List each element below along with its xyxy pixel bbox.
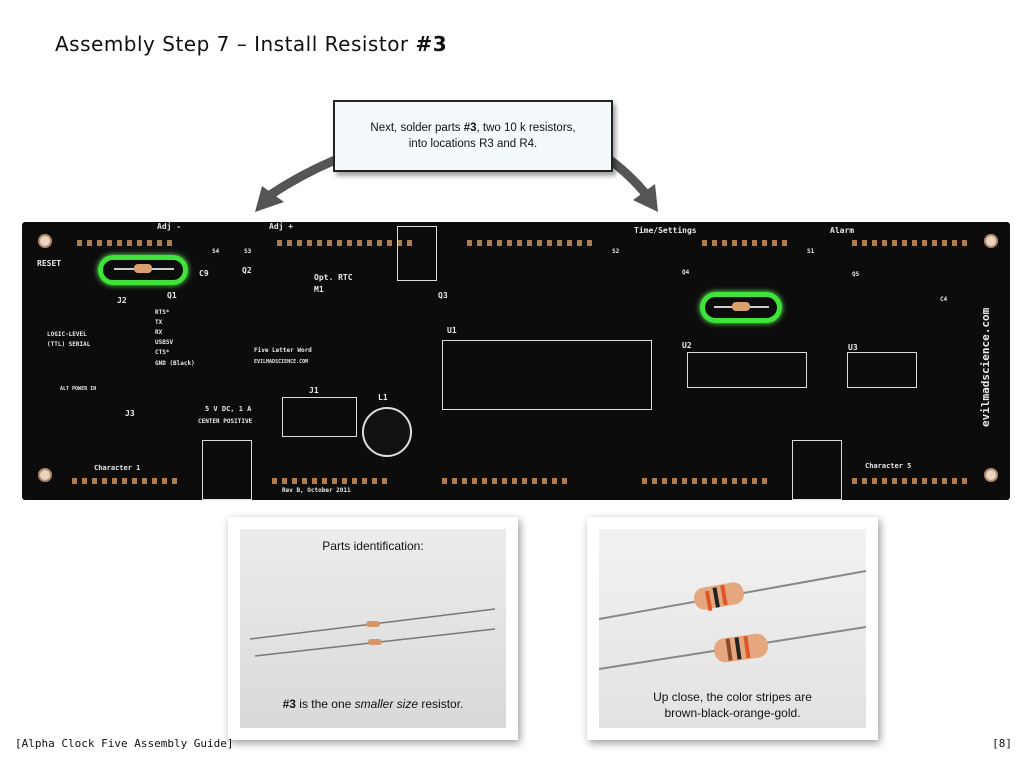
pcb-silkscreen-label: Q4	[682, 269, 690, 276]
pcb-silkscreen-label: LOGIC-LEVEL	[47, 331, 87, 338]
switch-outline	[397, 226, 437, 281]
dc-jack	[792, 440, 842, 500]
callout-arrows	[255, 155, 658, 212]
pcb-silkscreen-label: U1	[447, 326, 457, 335]
mount-hole	[38, 234, 52, 248]
pcb-silkscreen-label: S1	[807, 248, 815, 255]
inductor-l1	[362, 407, 412, 457]
pcb-silkscreen-label: C4	[940, 296, 948, 303]
pcb-silkscreen-label: Adj -	[157, 222, 182, 231]
pcb-silkscreen-label: GND (Black)	[155, 360, 195, 367]
pcb-silkscreen-label: Five Letter Word	[254, 347, 312, 354]
pcb-silkscreen-label: Q1	[167, 291, 177, 300]
r3-highlight	[98, 255, 188, 285]
pcb-silkscreen-label: S2	[612, 248, 620, 255]
photo-caption: #3 is the one smaller size resistor.	[282, 697, 464, 711]
pcb-silkscreen-label: RX	[155, 329, 163, 336]
footer-page-number: [8]	[992, 737, 1012, 750]
pcb-silkscreen-label: Rev B, October 2011	[282, 487, 351, 494]
u2-socket	[687, 352, 807, 388]
pcb-silkscreen-label: M1	[314, 285, 324, 294]
pcb-silkscreen-label: Q3	[438, 291, 448, 300]
right-arrow-icon	[607, 156, 649, 196]
pcb-silkscreen-label: CTS*	[155, 349, 170, 356]
pcb-silkscreen-label: Time/Settings	[634, 226, 697, 235]
pcb-silkscreen-label: J1	[309, 386, 319, 395]
pcb-silkscreen-label: Adj +	[269, 222, 294, 231]
resistor-r3	[134, 264, 152, 273]
parts-identification-photo: Parts identification: #3 is the one smal…	[228, 517, 518, 740]
r4-highlight	[700, 292, 782, 323]
dc-jack-outline	[202, 440, 252, 500]
pcb-silkscreen-label: CENTER POSITIVE	[198, 418, 253, 425]
resistors-image	[249, 608, 496, 657]
pcb-silkscreen-label: L1	[378, 393, 388, 402]
resistor-r4	[732, 302, 750, 311]
u3-socket	[847, 352, 917, 388]
pcb-silkscreen-label: Character 5	[865, 462, 912, 470]
pcb-silkscreen-label: Character 1	[94, 464, 141, 472]
left-arrow-icon	[267, 155, 337, 199]
pcb-silkscreen-label: Q5	[852, 271, 860, 278]
pcb-silkscreen-label: Opt. RTC	[314, 273, 353, 282]
pcb-silkscreen-label: U2	[682, 341, 692, 350]
pcb-silkscreen-label: J2	[117, 296, 127, 305]
pcb-silkscreen-label: ALT POWER IN	[60, 386, 97, 392]
pcb-silkscreen-label: RESET	[37, 259, 62, 268]
pcb-silkscreen-label: TX	[155, 319, 163, 326]
instruction-callout: Next, solder parts #3, two 10 k resistor…	[333, 100, 613, 172]
mount-hole	[984, 468, 998, 482]
pcb-silkscreen-label: S4	[212, 248, 220, 255]
pcb-silkscreen-label: Alarm	[830, 226, 855, 235]
pcb-silkscreen-label: 5 V DC, 1 A	[205, 405, 252, 413]
closeup-resistors-image	[599, 570, 866, 670]
pcb-silkscreen-label: (TTL) SERIAL	[47, 341, 91, 348]
pcb-silkscreen-label: Q2	[242, 266, 252, 275]
mount-hole	[984, 234, 998, 248]
slide-title: Assembly Step 7 – Install Resistor #3	[55, 32, 448, 56]
pcb-silkscreen-label: RTS*	[155, 309, 170, 316]
pcb-silkscreen-label: S3	[244, 248, 252, 255]
pcb-silkscreen-label: J3	[125, 409, 135, 418]
pcb-silkscreen-label: evilmadscience.com	[979, 307, 992, 427]
resistor-closeup-photo: Up close, the color stripes are brown-bl…	[587, 517, 878, 740]
footer-guide-name: [Alpha Clock Five Assembly Guide]	[15, 737, 234, 750]
closeup-caption: Up close, the color stripes are brown-bl…	[653, 690, 812, 720]
pcb-silkscreen-label: C9	[199, 269, 209, 278]
u1-socket	[442, 340, 652, 410]
photo-heading: Parts identification:	[322, 539, 424, 553]
pcb-silkscreen-label: USB5V	[155, 339, 174, 346]
pcb-silkscreen-label: U3	[848, 343, 858, 352]
mount-hole	[38, 468, 52, 482]
pcb-photo: RESET Adj - Adj + S4 S3 C9 Q2 Q1 J2 RTS*…	[22, 222, 1010, 500]
j1-outline	[282, 397, 357, 437]
pcb-silkscreen-label: EVILMADSCIENCE.COM	[254, 359, 309, 365]
